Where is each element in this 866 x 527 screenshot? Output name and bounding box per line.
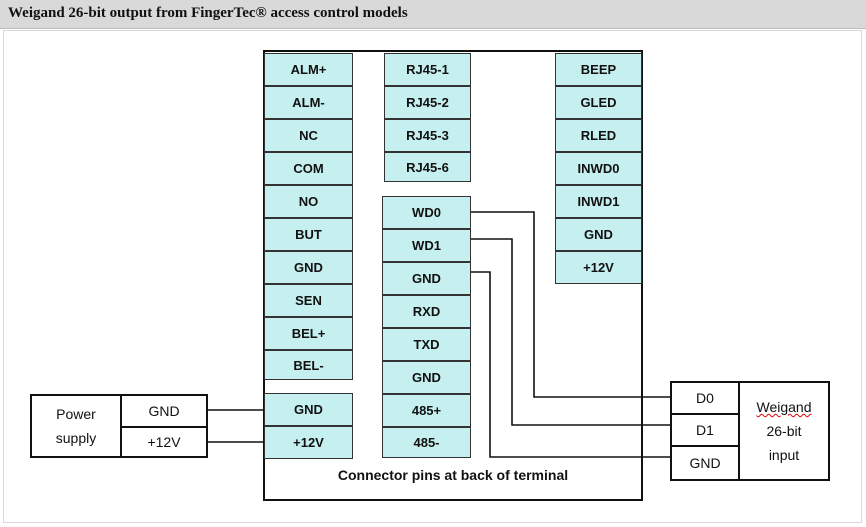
wire-wd1-d1 bbox=[471, 238, 670, 426]
power-supply-label: Power supply bbox=[32, 398, 120, 454]
pin-inwd1: INWD1 bbox=[555, 185, 642, 218]
power-supply-gnd: GND bbox=[148, 403, 180, 419]
pin-rled: RLED bbox=[555, 119, 642, 152]
pin-wd1: WD1 bbox=[382, 229, 471, 262]
pin-rj45-2: RJ45-2 bbox=[384, 86, 471, 119]
weigand-pin-d0: D0 bbox=[696, 390, 714, 406]
weigand-label-line3: input bbox=[768, 447, 800, 463]
weigand-pin-gnd: GND bbox=[689, 455, 721, 471]
power-supply-12v: +12V bbox=[147, 434, 181, 450]
power-supply-box: Power supply GND +12V bbox=[30, 394, 208, 458]
weigand-pin-d1: D1 bbox=[696, 422, 714, 438]
wire-gnd-gnd bbox=[471, 271, 670, 458]
pin-485-plus: 485+ bbox=[382, 394, 471, 427]
pin-beep: BEEP bbox=[555, 53, 642, 86]
weigand-input-box: D0 D1 GND Weigand 26-bit input bbox=[670, 381, 830, 481]
pin-wd0: WD0 bbox=[382, 196, 471, 229]
power-supply-label-line2: supply bbox=[55, 430, 97, 446]
pin-no: NO bbox=[264, 185, 353, 218]
power-supply-label-line1: Power bbox=[56, 406, 96, 422]
pin-bel-minus: BEL- bbox=[264, 350, 353, 380]
pin-txd: TXD bbox=[382, 328, 471, 361]
pin-rj45-6: RJ45-6 bbox=[384, 152, 471, 182]
weigand-label-line1: Weigand bbox=[756, 399, 812, 415]
power-supply-row-divider bbox=[120, 426, 206, 428]
pin-com: COM bbox=[264, 152, 353, 185]
pin-alm-plus: ALM+ bbox=[264, 53, 353, 86]
pin-485-minus: 485- bbox=[382, 427, 471, 458]
weigand-row-divider-1 bbox=[672, 413, 738, 415]
pin-gnd-right: GND bbox=[555, 218, 642, 251]
pin-sen: SEN bbox=[264, 284, 353, 317]
pin-alm-minus: ALM- bbox=[264, 86, 353, 119]
weigand-input-label: Weigand 26-bit input bbox=[740, 387, 828, 475]
pin-but: BUT bbox=[264, 218, 353, 251]
pin-power-gnd: GND bbox=[264, 393, 353, 426]
pin-rxd: RXD bbox=[382, 295, 471, 328]
pin-nc: NC bbox=[264, 119, 353, 152]
pin-wiegand-gnd: GND bbox=[382, 262, 471, 295]
diagram-frame bbox=[3, 30, 862, 523]
weigand-label-line2: 26-bit bbox=[766, 423, 802, 439]
pin-rj45-3: RJ45-3 bbox=[384, 119, 471, 152]
weigand-row-divider-2 bbox=[672, 445, 738, 447]
pin-rj45-1: RJ45-1 bbox=[384, 53, 471, 86]
title-bar: Weigand 26-bit output from FingerTec® ac… bbox=[0, 0, 866, 29]
pin-gnd-left: GND bbox=[264, 251, 353, 284]
pin-inwd0: INWD0 bbox=[555, 152, 642, 185]
pin-12v-right: +12V bbox=[555, 251, 642, 284]
pin-power-12v: +12V bbox=[264, 426, 353, 459]
connector-label: Connector pins at back of terminal bbox=[337, 467, 569, 483]
wire-wd0-d0 bbox=[471, 211, 670, 398]
pin-gnd-mid: GND bbox=[382, 361, 471, 394]
pin-bel-plus: BEL+ bbox=[264, 317, 353, 350]
weigand-divider bbox=[738, 383, 740, 479]
diagram-title: Weigand 26-bit output from FingerTec® ac… bbox=[8, 5, 408, 21]
pin-gled: GLED bbox=[555, 86, 642, 119]
